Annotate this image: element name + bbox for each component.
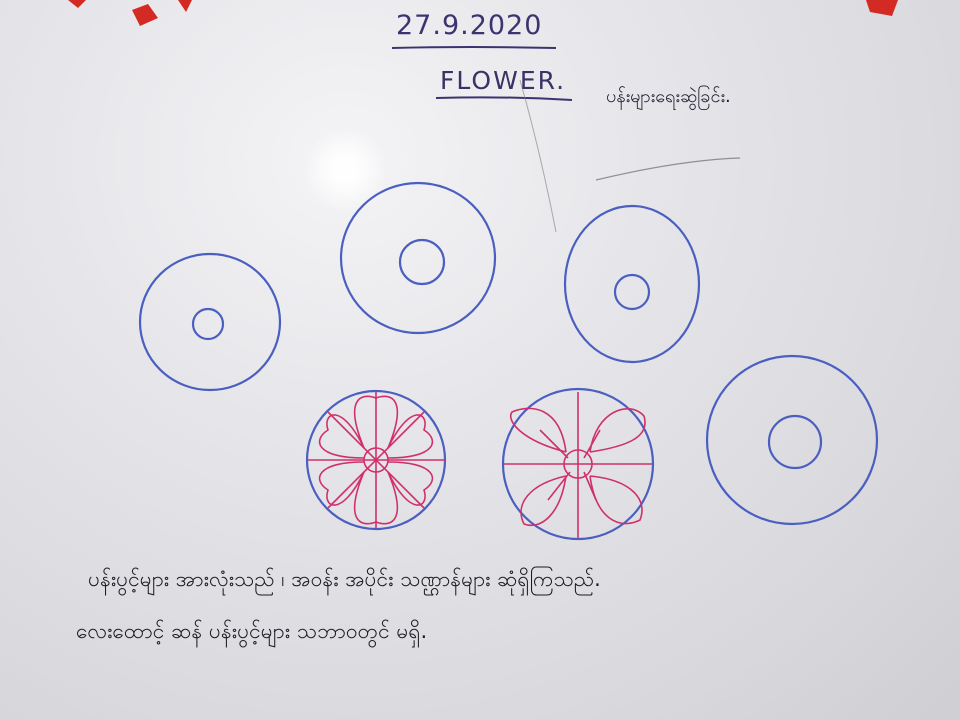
red-magnet-1 (68, 0, 86, 8)
note-line-1: ပန်းပွင့်များ အားလုံးသည် ၊ အဝန်း အပိုင်း… (88, 567, 601, 591)
red-magnet-2 (132, 4, 158, 26)
note-line-2: လေးထောင့် ဆန် ပန်းပွင့်များ သဘာဝတွင် မရှ… (76, 619, 428, 643)
heading-text: FLOWER. (440, 66, 567, 95)
date-underline (391, 46, 557, 49)
flower-four-petals (501, 387, 655, 541)
red-magnet-3 (178, 0, 192, 12)
circle-top-right (563, 204, 701, 364)
stray-mark-1 (519, 79, 557, 233)
flower-eight-petals (305, 389, 447, 531)
circle-bottom-right (705, 354, 879, 526)
circle-left (138, 252, 282, 392)
circle-top-middle (339, 181, 497, 335)
stray-mark-2 (595, 157, 741, 181)
red-magnet-4 (866, 0, 898, 16)
subheading-text: ပန်းများရေးဆွဲခြင်း. (606, 86, 731, 107)
date-text: 27.9.2020 (396, 10, 543, 41)
heading-underline (435, 96, 573, 101)
